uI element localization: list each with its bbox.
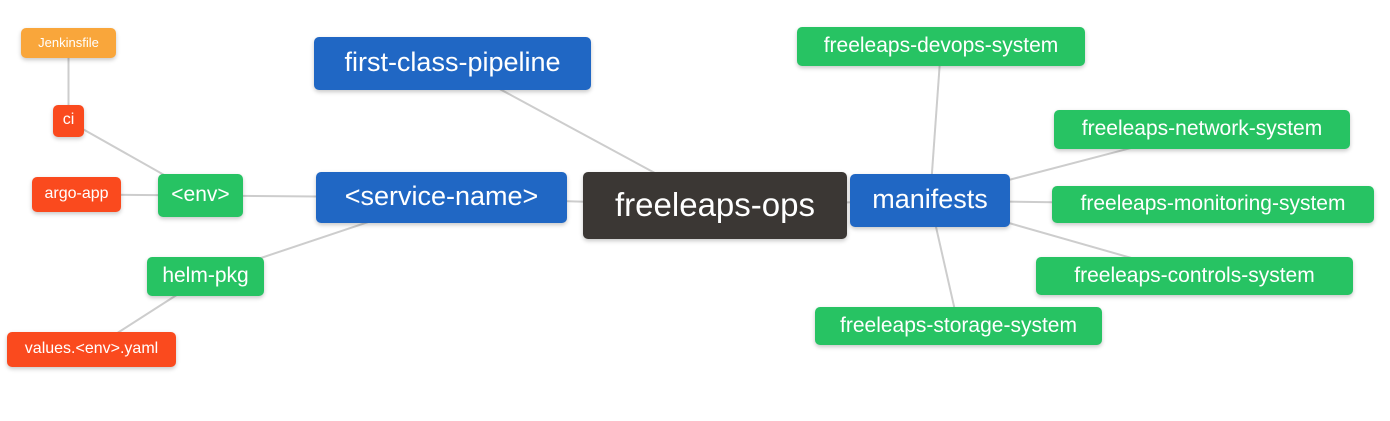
node-label: argo-app: [44, 184, 109, 202]
node-argo-app[interactable]: argo-app: [32, 177, 121, 212]
node-first-class-pipeline[interactable]: first-class-pipeline: [314, 37, 591, 90]
node-label: freeleaps-storage-system: [840, 313, 1077, 337]
node-label: freeleaps-monitoring-system: [1080, 192, 1346, 215]
node-values-env-yaml[interactable]: values.<env>.yaml: [7, 332, 176, 367]
node-helm-pkg[interactable]: helm-pkg: [147, 257, 264, 296]
node-manifests[interactable]: manifests: [850, 174, 1010, 227]
node-ci[interactable]: ci: [53, 105, 84, 137]
node-env[interactable]: <env>: [158, 174, 243, 217]
node-label: freeleaps-controls-system: [1074, 263, 1315, 287]
node-label: Jenkinsfile: [38, 34, 99, 50]
node-monitoring-system[interactable]: freeleaps-monitoring-system: [1052, 186, 1374, 223]
node-label: freeleaps-devops-system: [823, 34, 1059, 57]
node-label: values.<env>.yaml: [24, 339, 159, 357]
node-label: manifests: [872, 184, 988, 214]
node-label: freeleaps-ops: [615, 186, 815, 223]
node-jenkinsfile[interactable]: Jenkinsfile: [21, 28, 116, 58]
node-freeleaps-ops[interactable]: freeleaps-ops: [583, 172, 847, 239]
node-network-system[interactable]: freeleaps-network-system: [1054, 110, 1350, 149]
node-label: <env>: [171, 183, 230, 206]
node-label: helm-pkg: [162, 264, 249, 287]
node-devops-system[interactable]: freeleaps-devops-system: [797, 27, 1085, 66]
node-label: ci: [62, 111, 75, 128]
node-label: <service-name>: [344, 181, 539, 211]
node-controls-system[interactable]: freeleaps-controls-system: [1036, 257, 1353, 295]
node-label: first-class-pipeline: [344, 47, 561, 77]
node-storage-system[interactable]: freeleaps-storage-system: [815, 307, 1102, 345]
node-service-name[interactable]: <service-name>: [316, 172, 567, 223]
node-label: freeleaps-network-system: [1081, 117, 1323, 140]
